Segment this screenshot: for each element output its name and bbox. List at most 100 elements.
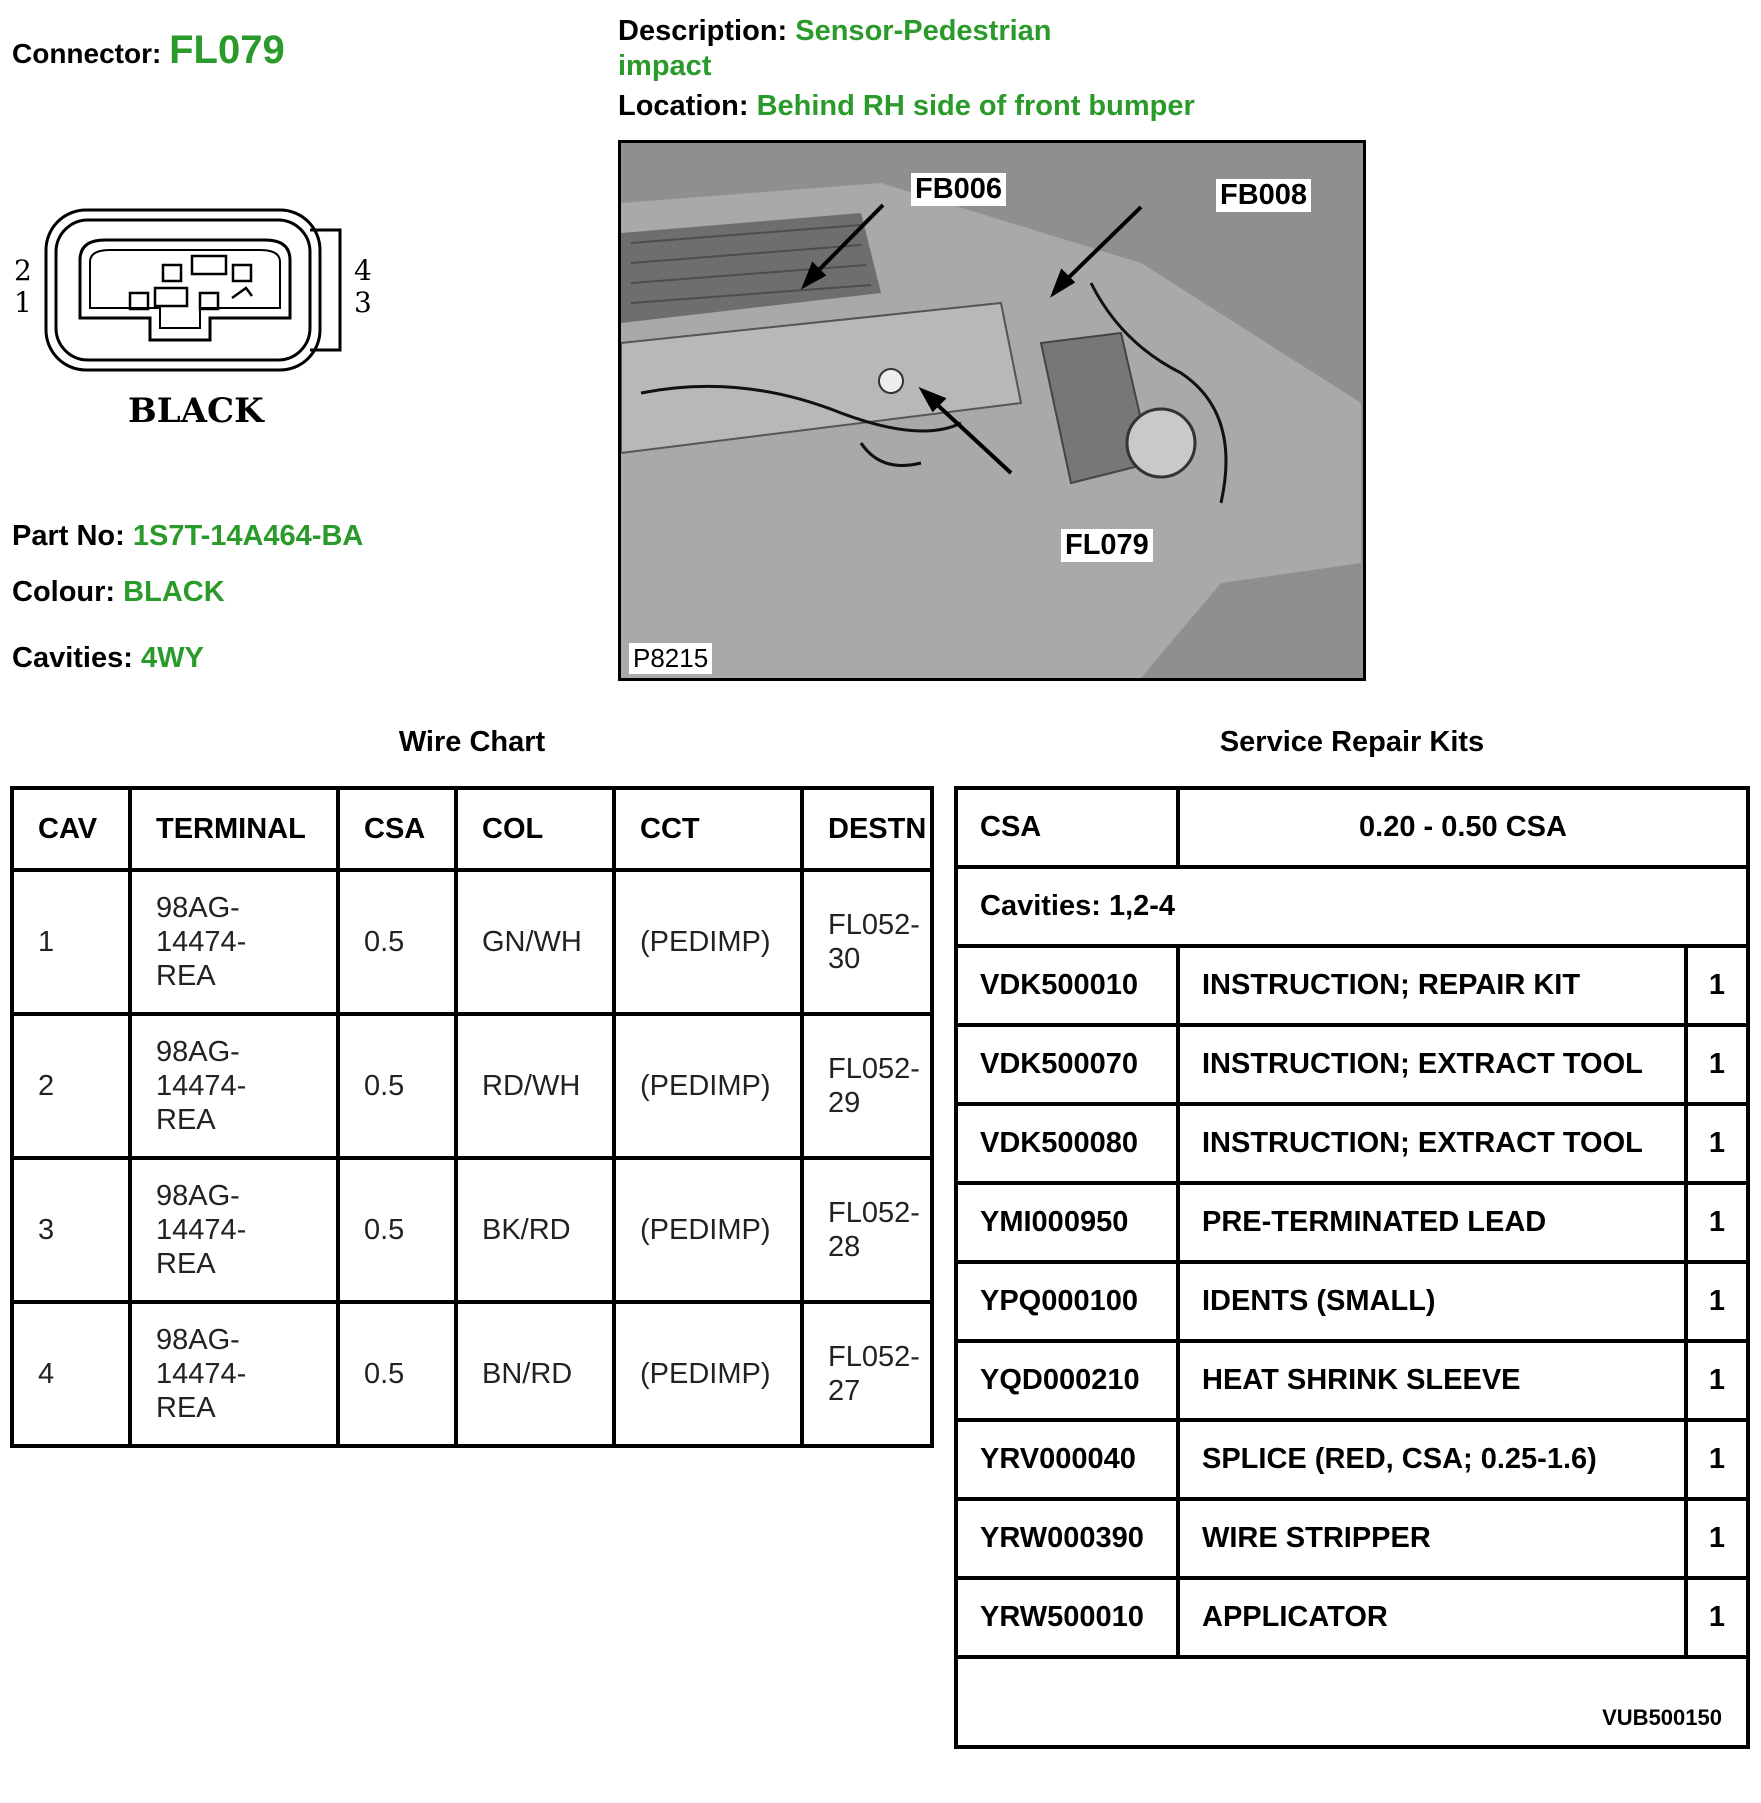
cell-csa: 0.5 [336, 1012, 458, 1160]
connector-id: FL079 [169, 28, 285, 72]
kit-qty: 1 [1684, 1181, 1750, 1264]
kit-qty: 1 [1684, 1102, 1750, 1185]
cell-col: RD/WH [454, 1012, 616, 1160]
kit-code: YRV000040 [954, 1418, 1180, 1501]
wire-chart-title: Wire Chart [398, 726, 546, 758]
kits-cavities-row: Cavities: 1,2-4 [954, 865, 1750, 948]
kit-description: PRE-TERMINATED LEAD [1176, 1181, 1688, 1264]
kits-header-row: CSA 0.20 - 0.50 CSA [954, 786, 1750, 869]
location-label: Location: [618, 90, 749, 122]
kit-qty: 1 [1684, 1497, 1750, 1580]
table-row: YMI000950 PRE-TERMINATED LEAD 1 [954, 1181, 1750, 1264]
pin-label-2: 2 [14, 254, 32, 287]
cell-csa: 0.5 [336, 1156, 458, 1304]
cell-cct: (PEDIMP) [612, 868, 804, 1016]
kit-code: YRW000390 [954, 1497, 1180, 1580]
part-number-label: Part No: [12, 520, 125, 552]
cell-terminal: 98AG-14474-REA [128, 1300, 340, 1448]
table-row: YPQ000100 IDENTS (SMALL) 1 [954, 1260, 1750, 1343]
cell-cav: 1 [10, 868, 132, 1016]
col-header-destn: DESTN [800, 786, 934, 872]
cell-cav: 4 [10, 1300, 132, 1448]
connector-heading: Connector: FL079 [12, 28, 285, 73]
col-header-cct: CCT [612, 786, 804, 872]
kit-qty: 1 [1684, 1260, 1750, 1343]
colour-label: Colour: [12, 576, 116, 608]
kit-description: INSTRUCTION; EXTRACT TOOL [1176, 1102, 1688, 1185]
kit-code: VDK500080 [954, 1102, 1180, 1185]
table-row: YRW500010 APPLICATOR 1 [954, 1576, 1750, 1659]
cell-destn: FL052-27 [800, 1300, 934, 1448]
table-row: VDK500010 INSTRUCTION; REPAIR KIT 1 [954, 944, 1750, 1027]
cell-destn: FL052-29 [800, 1012, 934, 1160]
kit-description: APPLICATOR [1176, 1576, 1688, 1659]
kit-code: VDK500010 [954, 944, 1180, 1027]
kit-qty: 1 [1684, 944, 1750, 1027]
colour-value: BLACK [123, 576, 225, 608]
cell-terminal: 98AG-14474-REA [128, 1156, 340, 1304]
kit-qty: 1 [1684, 1339, 1750, 1422]
photo-code: P8215 [629, 643, 713, 674]
table-row: 2 98AG-14474-REA 0.5 RD/WH (PEDIMP) FL05… [10, 1012, 934, 1160]
cell-terminal: 98AG-14474-REA [128, 1012, 340, 1160]
wire-chart-table: CAV TERMINAL CSA COL CCT DESTN 1 98AG-14… [10, 786, 934, 1448]
part-number: Part No: 1S7T-14A464-BA [12, 520, 363, 553]
callout-fb008: FB008 [1216, 179, 1312, 212]
table-row: YRV000040 SPLICE (RED, CSA; 0.25-1.6) 1 [954, 1418, 1750, 1501]
callout-fl079: FL079 [1061, 529, 1153, 562]
kit-code: YQD000210 [954, 1339, 1180, 1422]
cell-csa: 0.5 [336, 868, 458, 1016]
pin-label-3: 3 [354, 286, 372, 319]
connector-color-label: BLACK [128, 391, 265, 431]
kits-csa-range: 0.20 - 0.50 CSA [1176, 786, 1750, 869]
cavities: Cavities: 4WY [12, 642, 204, 675]
cell-terminal: 98AG-14474-REA [128, 868, 340, 1016]
description-label: Description: [618, 15, 788, 47]
description: Description: Sensor-Pedestrian impact [618, 14, 1098, 84]
table-row: VDK500070 INSTRUCTION; EXTRACT TOOL 1 [954, 1023, 1750, 1106]
kit-description: IDENTS (SMALL) [1176, 1260, 1688, 1343]
table-row: 3 98AG-14474-REA 0.5 BK/RD (PEDIMP) FL05… [10, 1156, 934, 1304]
kits-reference-code: VUB500150 [954, 1655, 1750, 1749]
table-row: YRW000390 WIRE STRIPPER 1 [954, 1497, 1750, 1580]
col-header-cav: CAV [10, 786, 132, 872]
connector-label: Connector: [12, 38, 162, 69]
repair-kits-title: Service Repair Kits [1219, 726, 1485, 758]
kit-description: SPLICE (RED, CSA; 0.25-1.6) [1176, 1418, 1688, 1501]
bumper-illustration [621, 143, 1363, 678]
table-row: 4 98AG-14474-REA 0.5 BN/RD (PEDIMP) FL05… [10, 1300, 934, 1448]
kit-qty: 1 [1684, 1576, 1750, 1659]
cell-cav: 3 [10, 1156, 132, 1304]
table-row: 1 98AG-14474-REA 0.5 GN/WH (PEDIMP) FL05… [10, 868, 934, 1016]
callout-fb006: FB006 [911, 173, 1007, 206]
kits-reference-row: VUB500150 [954, 1655, 1750, 1749]
kit-description: WIRE STRIPPER [1176, 1497, 1688, 1580]
cell-cct: (PEDIMP) [612, 1156, 804, 1304]
location-photo: FB006 FB008 FL079 P8215 [618, 140, 1366, 681]
cavities-value: 4WY [140, 642, 204, 674]
colour: Colour: BLACK [12, 576, 225, 609]
table-row: VDK500080 INSTRUCTION; EXTRACT TOOL 1 [954, 1102, 1750, 1185]
col-header-terminal: TERMINAL [128, 786, 340, 872]
cavities-label: Cavities: [12, 642, 133, 674]
cell-csa: 0.5 [336, 1300, 458, 1448]
kits-cavities: Cavities: 1,2-4 [954, 865, 1750, 948]
col-header-csa: CSA [336, 786, 458, 872]
kit-description: INSTRUCTION; EXTRACT TOOL [1176, 1023, 1688, 1106]
cell-destn: FL052-30 [800, 868, 934, 1016]
cell-col: BK/RD [454, 1156, 616, 1304]
kit-code: YPQ000100 [954, 1260, 1180, 1343]
kit-code: YMI000950 [954, 1181, 1180, 1264]
kits-csa-label: CSA [954, 786, 1180, 869]
cell-cct: (PEDIMP) [612, 1300, 804, 1448]
kit-description: INSTRUCTION; REPAIR KIT [1176, 944, 1688, 1027]
cell-col: BN/RD [454, 1300, 616, 1448]
part-number-value: 1S7T-14A464-BA [132, 520, 364, 552]
pin-label-4: 4 [354, 254, 372, 287]
kit-code: YRW500010 [954, 1576, 1180, 1659]
kit-description: HEAT SHRINK SLEEVE [1176, 1339, 1688, 1422]
location: Location: Behind RH side of front bumper [618, 90, 1195, 123]
cell-destn: FL052-28 [800, 1156, 934, 1304]
cell-col: GN/WH [454, 868, 616, 1016]
repair-kits-table: CSA 0.20 - 0.50 CSA Cavities: 1,2-4 VDK5… [954, 786, 1750, 1749]
